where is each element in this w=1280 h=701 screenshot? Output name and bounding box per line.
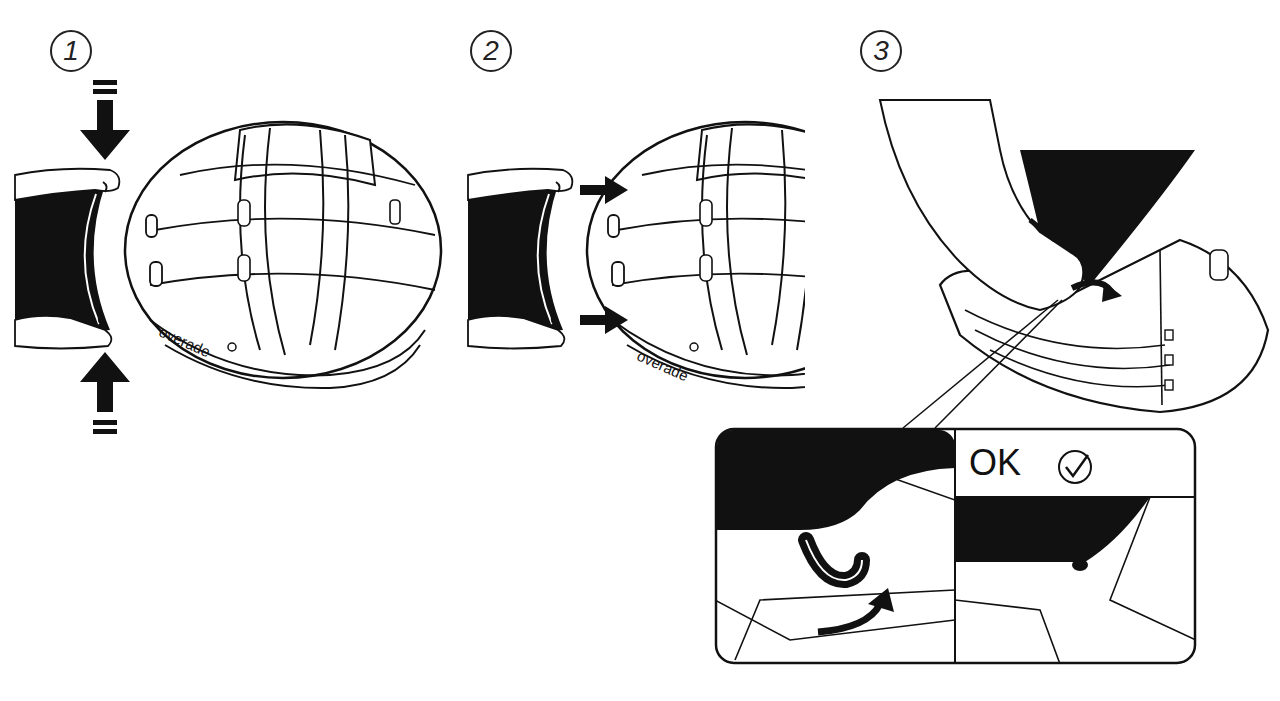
step-number: 3 bbox=[860, 30, 902, 72]
step-number: 1 bbox=[50, 30, 92, 72]
ok-panel: OK bbox=[955, 428, 1055, 497]
callout-number: 2 bbox=[483, 37, 499, 65]
step-number: 2 bbox=[470, 30, 512, 72]
status-text: OK bbox=[969, 445, 1021, 481]
callout-number: 3 bbox=[873, 37, 889, 65]
callout-number: 1 bbox=[63, 37, 79, 65]
